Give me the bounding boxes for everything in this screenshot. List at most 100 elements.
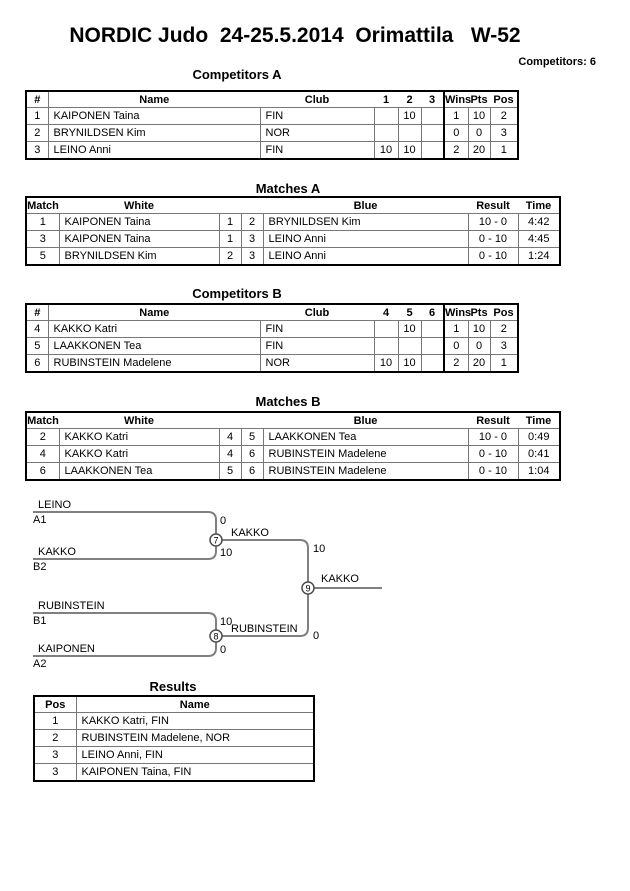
bracket-line — [33, 612, 217, 630]
cell-white-num: 2 — [218, 247, 242, 266]
col-opp6: 6 — [428, 306, 436, 319]
col-wins: Wins — [443, 91, 471, 108]
table-header-row: # Name Club 4 5 6 Wins Pts Pos — [26, 304, 518, 321]
bracket-seed-label: A2 — [33, 658, 46, 670]
bracket-score: 10 — [220, 616, 232, 628]
bracket-winner-name: KAKKO — [321, 573, 359, 585]
page-title: NORDIC Judo 24-25.5.2014 Orimattila W-52 — [69, 24, 521, 47]
cell-club: NOR — [259, 124, 375, 142]
cell-time: 0:49 — [517, 428, 561, 446]
cell-pts: 10 — [467, 107, 491, 125]
bracket-score: 10 — [313, 543, 325, 555]
cell-white-num: 4 — [218, 445, 242, 463]
col-blue: Blue — [353, 199, 378, 212]
cell-pts: 0 — [467, 124, 491, 142]
cell-pts: 10 — [467, 320, 491, 338]
cell-pts: 0 — [467, 337, 491, 355]
bracket-score: 0 — [220, 515, 226, 527]
cell-time: 4:42 — [517, 213, 561, 231]
cell-name: KAKKO Katri, FIN — [75, 712, 315, 730]
cell-score2 — [397, 337, 422, 355]
bracket-node-number: 9 — [305, 584, 310, 594]
col-pts: Pts — [470, 306, 488, 319]
cell-number: 4 — [25, 320, 49, 338]
col-wins: Wins — [443, 304, 471, 321]
col-opp3: 3 — [428, 93, 436, 106]
col-pos: Pos — [493, 93, 514, 106]
table-row: 2 BRYNILDSEN Kim NOR 0 0 3 — [25, 124, 519, 142]
table-row: 3 KAIPONEN Taina 1 3 LEINO Anni 0 - 10 4… — [25, 230, 561, 248]
cell-pos: 1 — [33, 712, 77, 730]
col-name: Name — [179, 698, 210, 711]
cell-number: 3 — [25, 141, 49, 160]
competitors-count: Competitors: 6 — [518, 56, 596, 68]
cell-match: 6 — [25, 462, 60, 481]
cell-result: 0 - 10 — [467, 247, 519, 266]
col-number: # — [26, 304, 49, 321]
cell-pos: 3 — [489, 337, 519, 355]
table-row: 3 KAIPONEN Taina, FIN — [33, 763, 315, 782]
col-opp5: 5 — [406, 306, 413, 319]
cell-white-name: KAKKO Katri — [58, 445, 220, 463]
cell-number: 6 — [25, 354, 49, 373]
col-white-num — [219, 197, 241, 214]
cell-name: BRYNILDSEN Kim — [47, 124, 261, 142]
cell-time: 4:45 — [517, 230, 561, 248]
cell-white-num: 1 — [218, 230, 242, 248]
cell-result: 10 - 0 — [467, 213, 519, 231]
cell-match: 3 — [25, 230, 60, 248]
matches-b-table: Match White Blue Result Time 2 KAKKO Kat… — [25, 411, 561, 481]
cell-score1: 10 — [373, 141, 399, 160]
col-pos: Pos — [34, 696, 77, 713]
cell-number: 2 — [25, 124, 49, 142]
cell-white-name: KAIPONEN Taina — [58, 230, 220, 248]
results-table: Pos Name 1 KAKKO Katri, FIN 2 RUBINSTEIN… — [33, 695, 315, 782]
cell-name: RUBINSTEIN Madelene — [47, 354, 261, 373]
cell-score3 — [420, 354, 445, 373]
table-row: 3 LEINO Anni, FIN — [33, 746, 315, 764]
bracket-node — [209, 533, 223, 547]
table-row: 2 RUBINSTEIN Madelene, NOR — [33, 729, 315, 747]
cell-pos: 1 — [489, 141, 519, 160]
cell-result: 0 - 10 — [467, 462, 519, 481]
heading-competitors-b: Competitors B — [192, 286, 282, 301]
bracket-line — [222, 594, 309, 637]
cell-wins: 1 — [443, 107, 469, 125]
bracket-score: 0 — [313, 630, 319, 642]
cell-blue-name: RUBINSTEIN Madelene — [262, 445, 469, 463]
col-white: White — [124, 414, 154, 427]
cell-club: FIN — [259, 337, 375, 355]
col-number: # — [26, 91, 49, 108]
cell-blue-num: 5 — [240, 428, 264, 446]
table-row: 3 LEINO Anni FIN 10 10 2 20 1 — [25, 141, 519, 160]
bracket-winner-name: RUBINSTEIN — [231, 623, 298, 635]
cell-score2: 10 — [397, 107, 422, 125]
cell-number: 1 — [25, 107, 49, 125]
cell-score2 — [397, 124, 422, 142]
heading-results: Results — [149, 679, 197, 694]
col-match: Match — [27, 414, 59, 427]
cell-white-num: 1 — [218, 213, 242, 231]
cell-white-name: LAAKKONEN Tea — [58, 462, 220, 481]
cell-blue-num: 3 — [240, 230, 264, 248]
cell-score2: 10 — [397, 320, 422, 338]
bracket-node-number: 7 — [213, 536, 218, 546]
col-white: White — [124, 199, 154, 212]
cell-result: 0 - 10 — [467, 230, 519, 248]
bracket-seed-label: B1 — [33, 615, 46, 627]
col-blue-num — [241, 412, 263, 429]
table-header-row: Match White Blue Result Time — [26, 197, 560, 214]
cell-name: KAIPONEN Taina — [47, 107, 261, 125]
col-match: Match — [27, 199, 59, 212]
cell-pos: 3 — [489, 124, 519, 142]
cell-blue-name: LAAKKONEN Tea — [262, 428, 469, 446]
cell-blue-name: LEINO Anni — [262, 247, 469, 266]
col-opp4: 4 — [382, 306, 390, 319]
competitors-b-table: # Name Club 4 5 6 Wins Pts Pos 4 KAKKO K… — [25, 303, 519, 373]
elimination-bracket: LEINO A1 0 KAKKO B2 10 7 KAKKO 10 RUBINS… — [33, 499, 382, 670]
cell-white-name: BRYNILDSEN Kim — [58, 247, 220, 266]
cell-number: 5 — [25, 337, 49, 355]
cell-white-num: 5 — [218, 462, 242, 481]
col-pos: Pos — [493, 306, 514, 319]
